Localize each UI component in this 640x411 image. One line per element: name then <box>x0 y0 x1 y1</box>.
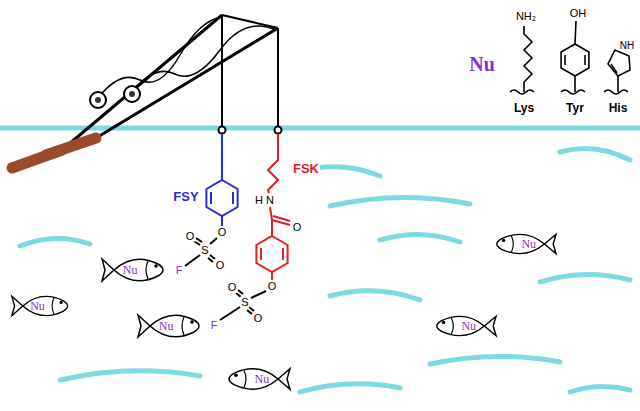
structure-label: O <box>292 222 303 233</box>
nucleophile-label: Nu <box>461 320 476 332</box>
fish: Nu <box>222 362 292 396</box>
water-line <box>0 126 640 131</box>
structure-label: O <box>227 282 238 293</box>
fish: Nu <box>100 252 170 288</box>
fish: Nu <box>10 290 74 322</box>
structure-label: Lys <box>513 102 535 114</box>
structure-label: NH <box>619 41 635 51</box>
structure-label: FSY <box>172 190 199 203</box>
structure-label: N <box>265 195 275 206</box>
structure-label: S <box>240 297 249 308</box>
nucleophile-label: Nu <box>123 264 138 276</box>
structure-label: O <box>215 260 226 271</box>
structure-label: O <box>253 313 264 324</box>
structure-label: Nu <box>468 54 496 74</box>
nucleophile-label: Nu <box>159 320 174 332</box>
structure-label: FSK <box>292 162 320 175</box>
amino-acid-side-chains <box>510 21 630 94</box>
fish: Nu <box>490 228 558 260</box>
structure-label: O <box>185 231 196 242</box>
fish: Nu <box>430 310 498 342</box>
structure-label: OH <box>569 8 588 19</box>
structure-label: NH₂ <box>515 11 537 22</box>
structure-label: His <box>608 102 629 114</box>
nucleophile-label: Nu <box>255 373 270 385</box>
waves <box>20 148 630 392</box>
structure-label: O <box>267 281 278 292</box>
structure-label: F <box>210 320 219 331</box>
structure-label: S <box>200 245 209 256</box>
structure-label: F <box>175 265 184 276</box>
nucleophile-label: Nu <box>521 238 536 250</box>
structure-label: O <box>217 227 228 238</box>
fish: Nu <box>136 308 206 344</box>
fishing-rods <box>12 15 282 168</box>
structure-label: H <box>254 195 264 206</box>
nucleophile-label: Nu <box>30 300 45 312</box>
structure-label: Tyr <box>565 102 585 114</box>
fsk-structure <box>220 134 290 320</box>
